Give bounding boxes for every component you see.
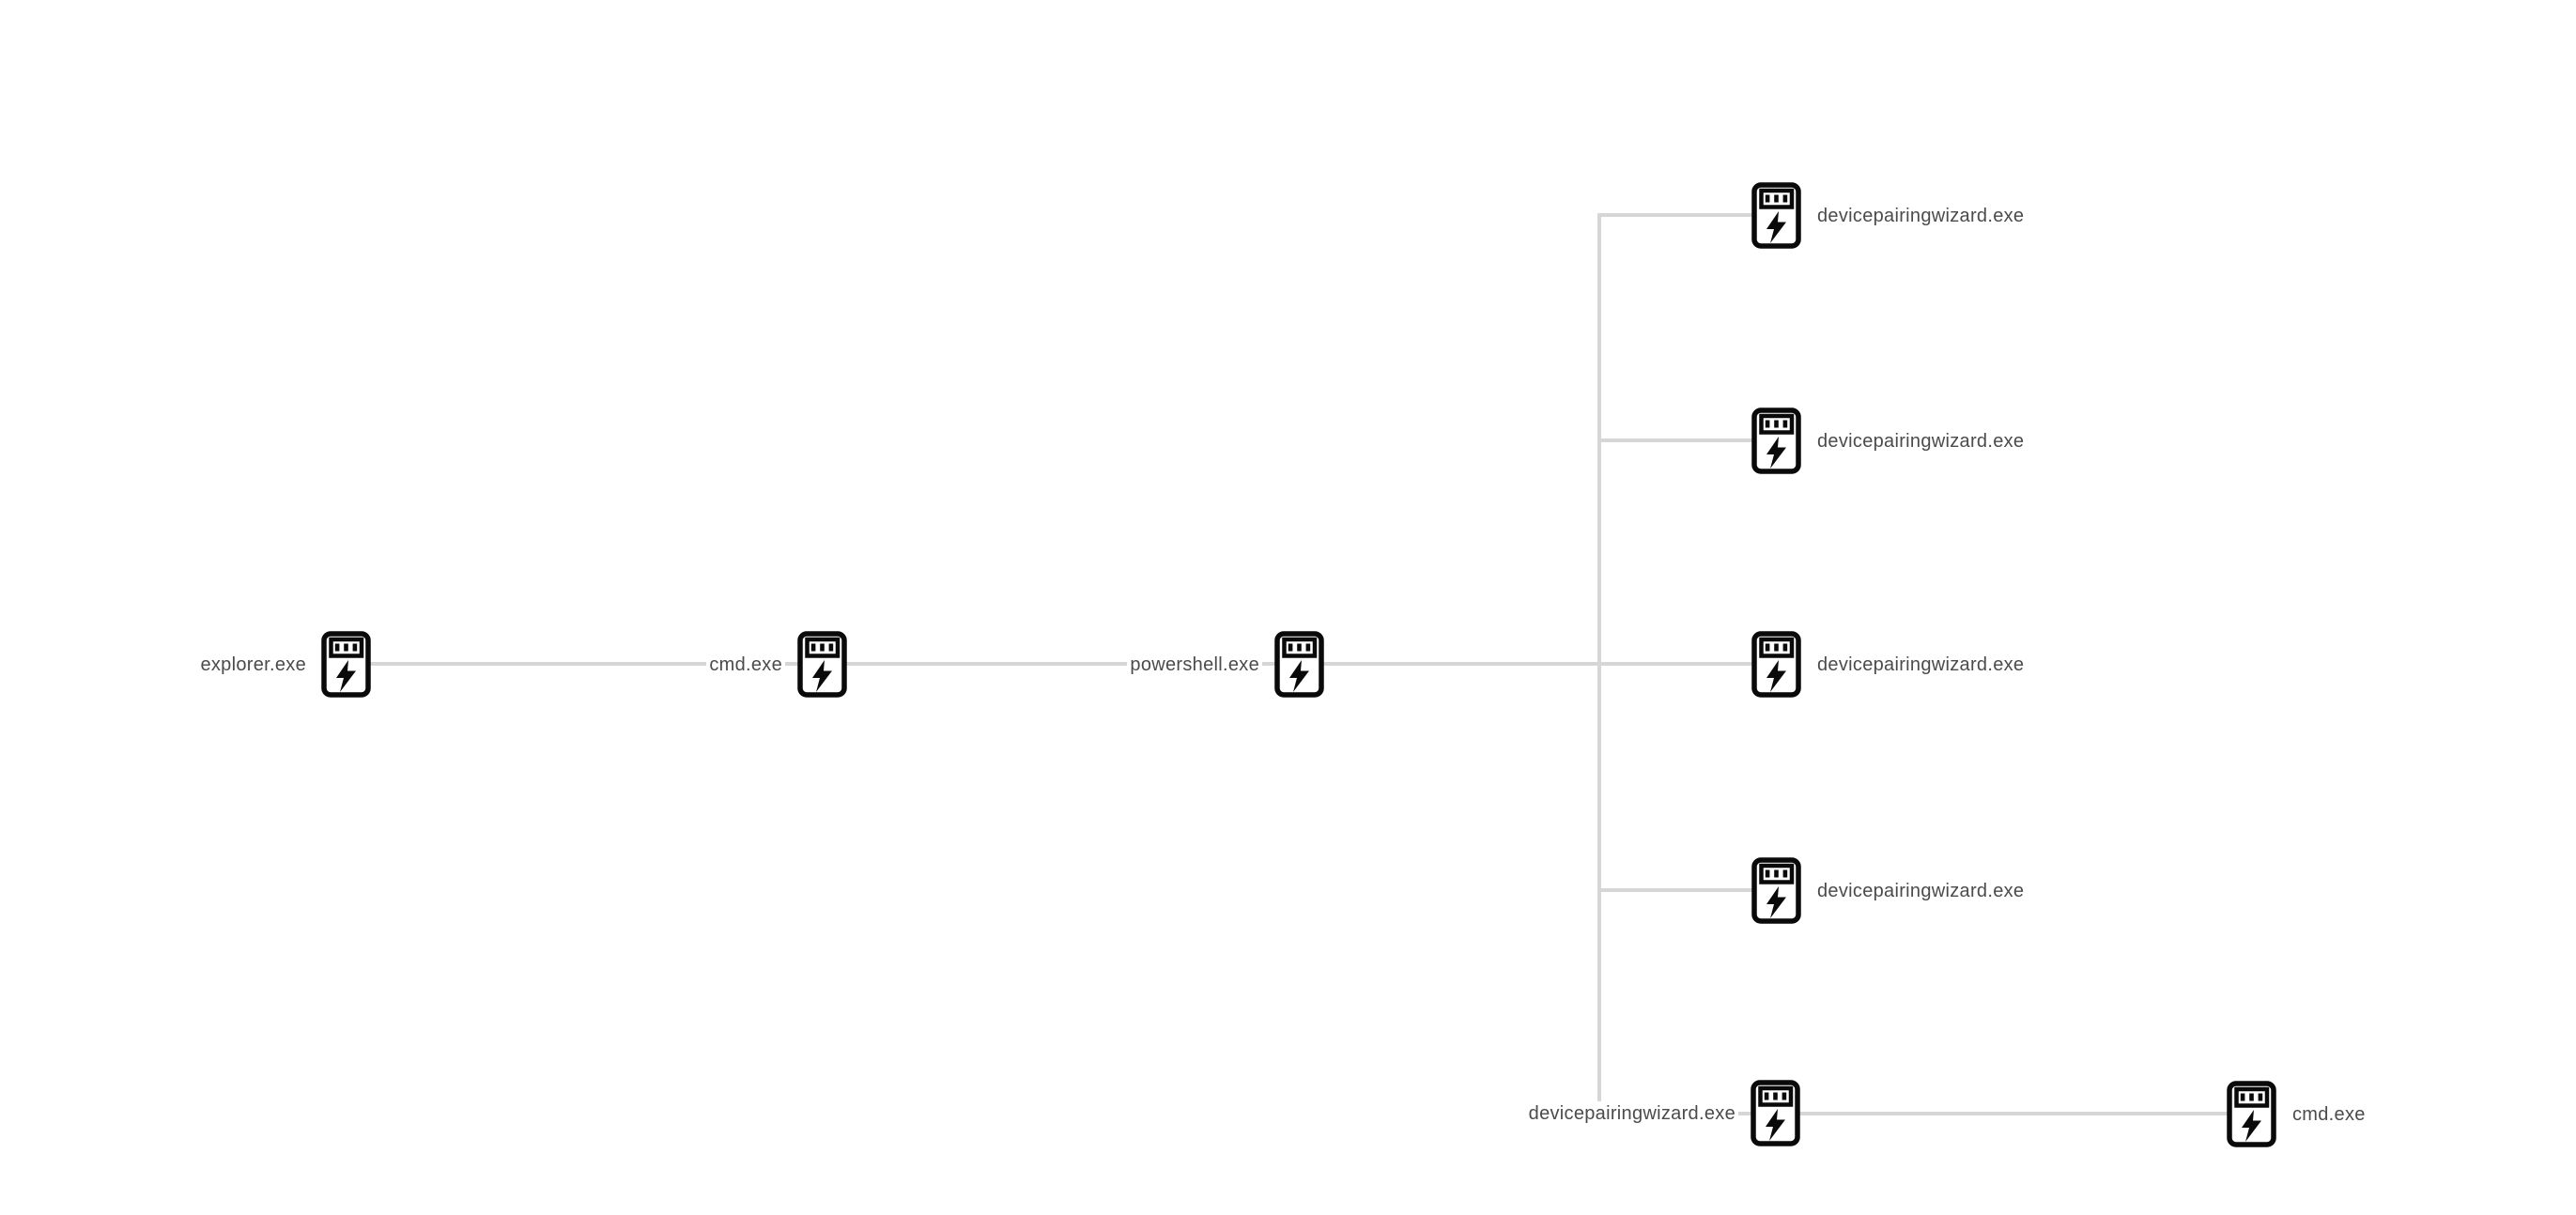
- edge-branch-dpw4: [1599, 888, 1777, 892]
- edge-branch-dpw1: [1599, 213, 1777, 217]
- executable-lightning-icon[interactable]: [797, 631, 847, 698]
- process-node-devicepairingwizard-4[interactable]: devicepairingwizard.exe: [1751, 857, 2028, 924]
- executable-lightning-icon[interactable]: [1274, 631, 1324, 698]
- edge-explorer-to-dpw3-horizontal: [346, 662, 1777, 666]
- process-label: devicepairingwizard.exe: [1814, 428, 2028, 454]
- executable-lightning-icon[interactable]: [321, 631, 371, 698]
- executable-lightning-icon[interactable]: [1751, 1080, 1800, 1146]
- process-label: devicepairingwizard.exe: [1814, 652, 2028, 677]
- executable-lightning-icon[interactable]: [1751, 631, 1801, 698]
- edge-children-vertical-trunk: [1597, 213, 1601, 1115]
- process-node-devicepairingwizard-3[interactable]: devicepairingwizard.exe: [1751, 631, 2028, 698]
- executable-lightning-icon[interactable]: [1751, 182, 1801, 249]
- process-node-cmd[interactable]: cmd.exe: [706, 631, 847, 698]
- executable-lightning-icon[interactable]: [1751, 857, 1801, 924]
- executable-lightning-icon[interactable]: [2227, 1081, 2276, 1147]
- process-node-devicepairingwizard-2[interactable]: devicepairingwizard.exe: [1751, 408, 2028, 474]
- process-label: explorer.exe: [197, 652, 309, 677]
- process-label: devicepairingwizard.exe: [1814, 203, 2028, 228]
- process-node-devicepairingwizard-5[interactable]: devicepairingwizard.exe: [1525, 1080, 1800, 1146]
- edge-branch-dpw5-to-cmd2: [1599, 1112, 2251, 1115]
- process-label: devicepairingwizard.exe: [1525, 1100, 1738, 1126]
- process-node-powershell[interactable]: powershell.exe: [1127, 631, 1324, 698]
- process-label: cmd.exe: [2290, 1101, 2368, 1127]
- edge-branch-dpw2: [1599, 438, 1777, 442]
- process-node-devicepairingwizard-1[interactable]: devicepairingwizard.exe: [1751, 182, 2028, 249]
- executable-lightning-icon[interactable]: [1751, 408, 1801, 474]
- process-node-cmd-child[interactable]: cmd.exe: [2227, 1081, 2368, 1147]
- process-label: devicepairingwizard.exe: [1814, 878, 2028, 903]
- process-label: cmd.exe: [706, 652, 785, 677]
- process-node-explorer[interactable]: explorer.exe: [197, 631, 371, 698]
- process-label: powershell.exe: [1127, 652, 1262, 677]
